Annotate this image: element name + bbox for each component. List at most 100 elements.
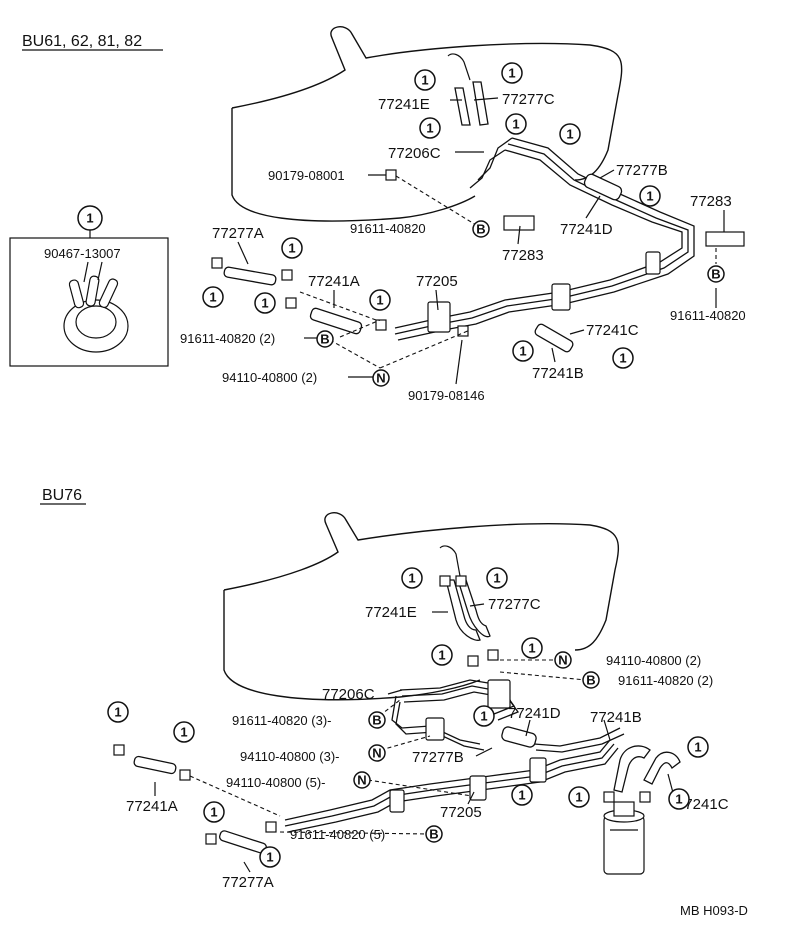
clamp-marker-icon: 1 bbox=[559, 123, 581, 145]
fuel-line-bracket-b1 bbox=[487, 679, 511, 709]
clip-part bbox=[439, 575, 451, 587]
clip-part bbox=[467, 655, 479, 667]
label-77241E: 77241E bbox=[378, 96, 430, 113]
ref-line bbox=[367, 779, 473, 797]
leader-line bbox=[469, 603, 485, 607]
section-bottom: BU76 bbox=[40, 487, 729, 891]
leader-line bbox=[473, 97, 499, 101]
label-77277B-b: 77277B bbox=[412, 749, 464, 766]
clamp-marker-icon: 1 bbox=[107, 701, 129, 723]
hose-77241B-bottom bbox=[613, 745, 651, 793]
label-77241E-b: 77241E bbox=[365, 604, 417, 621]
clamp-marker-icon: 1 bbox=[281, 237, 303, 259]
section-top: BU61, 62, 81, 82 bbox=[22, 26, 746, 403]
fuel-line-bracket-3 bbox=[645, 251, 661, 275]
leader-line bbox=[517, 225, 521, 245]
ref-line bbox=[189, 775, 281, 817]
clip-part bbox=[205, 833, 217, 845]
fuel-line-bracket-1 bbox=[427, 301, 451, 333]
fuel-tank-lower-edge bbox=[231, 108, 476, 222]
label-77241A-b: 77241A bbox=[126, 798, 178, 815]
svg-text:B: B bbox=[320, 332, 329, 347]
label-94110-40800-3-b: 94110-40800 (3)- bbox=[240, 749, 340, 764]
label-77205-b: 77205 bbox=[440, 804, 482, 821]
hose-77241E-top bbox=[447, 53, 489, 126]
leader-line bbox=[599, 169, 615, 179]
nut-marker-icon: N bbox=[372, 369, 390, 387]
hose-77277A-bottom bbox=[219, 830, 267, 854]
label-91611-40820-5-b: 91611-40820 (5) bbox=[290, 827, 385, 842]
svg-text:1: 1 bbox=[376, 293, 383, 308]
svg-text:1: 1 bbox=[86, 211, 93, 226]
svg-text:1: 1 bbox=[421, 73, 428, 88]
label-77241D-b: 77241D bbox=[508, 705, 561, 722]
clamp-marker-icon: 1 bbox=[414, 69, 436, 91]
leader-line bbox=[243, 861, 251, 873]
clamp-marker-icon: 1 bbox=[431, 644, 453, 666]
nut-marker-icon: N bbox=[368, 744, 386, 762]
clamp-marker-icon: 1 bbox=[259, 846, 281, 868]
fuel-line-bracket-b5 bbox=[529, 757, 547, 783]
label-77241A: 77241A bbox=[308, 273, 360, 290]
label-90179-08146: 90179-08146 bbox=[408, 388, 485, 403]
inset-clamp-marker-icon: 1 bbox=[77, 205, 103, 231]
leader-line bbox=[455, 339, 463, 385]
leader-line bbox=[467, 791, 475, 805]
clamp-marker-icon: 1 bbox=[612, 347, 634, 369]
clip-part bbox=[265, 821, 277, 833]
diagram-code: MB H093-D bbox=[680, 903, 748, 918]
label-91611-40820-right: 91611-40820 bbox=[670, 308, 746, 323]
hose-77241D-bottom bbox=[501, 726, 537, 748]
svg-text:1: 1 bbox=[480, 709, 487, 724]
inset-part-number: 90467-13007 bbox=[44, 246, 121, 261]
leader-line bbox=[525, 719, 531, 737]
label-77205: 77205 bbox=[416, 273, 458, 290]
svg-text:1: 1 bbox=[694, 740, 701, 755]
label-90179-08001: 90179-08001 bbox=[268, 168, 345, 183]
label-77206C: 77206C bbox=[388, 145, 441, 162]
clip-part bbox=[639, 791, 651, 803]
clamp-marker-icon: 1 bbox=[173, 721, 195, 743]
ref-line bbox=[395, 175, 477, 226]
clamp-drawing bbox=[63, 261, 129, 353]
section-title-top: BU61, 62, 81, 82 bbox=[22, 33, 142, 50]
hose-77277A-top bbox=[223, 266, 277, 286]
svg-text:1: 1 bbox=[575, 790, 582, 805]
svg-text:1: 1 bbox=[438, 648, 445, 663]
label-77277C-b: 77277C bbox=[488, 596, 541, 613]
svg-text:1: 1 bbox=[619, 351, 626, 366]
svg-text:1: 1 bbox=[209, 290, 216, 305]
clamp-marker-icon: 1 bbox=[501, 62, 523, 84]
label-77241B-b: 77241B bbox=[590, 709, 642, 726]
svg-text:1: 1 bbox=[508, 66, 515, 81]
label-77283-mid: 77283 bbox=[502, 247, 544, 264]
label-91611-40820-mid: 91611-40820 bbox=[350, 221, 426, 236]
svg-text:1: 1 bbox=[566, 127, 573, 142]
clip-part bbox=[179, 769, 191, 781]
label-94110-40800-5-b: 94110-40800 (5)- bbox=[226, 775, 326, 790]
clamp-marker-icon: 1 bbox=[473, 705, 495, 727]
hose-77241D-top bbox=[583, 173, 623, 201]
bolt-marker-icon: B bbox=[316, 330, 334, 348]
ref-line bbox=[499, 671, 587, 681]
label-77206C-b: 77206C bbox=[322, 686, 375, 703]
bracket-77283-mid bbox=[503, 215, 535, 231]
leader-line bbox=[475, 747, 493, 757]
clamp-marker-icon: 1 bbox=[512, 340, 534, 362]
leader-line bbox=[237, 241, 249, 265]
svg-text:1: 1 bbox=[114, 705, 121, 720]
leader-line bbox=[551, 347, 556, 363]
clip-part bbox=[455, 575, 467, 587]
svg-text:1: 1 bbox=[675, 792, 682, 807]
charcoal-canister bbox=[603, 801, 645, 875]
ref-line bbox=[339, 319, 381, 338]
svg-text:N: N bbox=[357, 773, 366, 788]
svg-text:1: 1 bbox=[266, 850, 273, 865]
clip-part bbox=[113, 744, 125, 756]
clip-part bbox=[603, 791, 615, 803]
fuel-tank-lower-edge-bottom bbox=[223, 590, 481, 701]
inset-box bbox=[9, 237, 169, 367]
fuel-line-bracket-b2 bbox=[425, 717, 445, 741]
leader-line bbox=[603, 719, 611, 741]
